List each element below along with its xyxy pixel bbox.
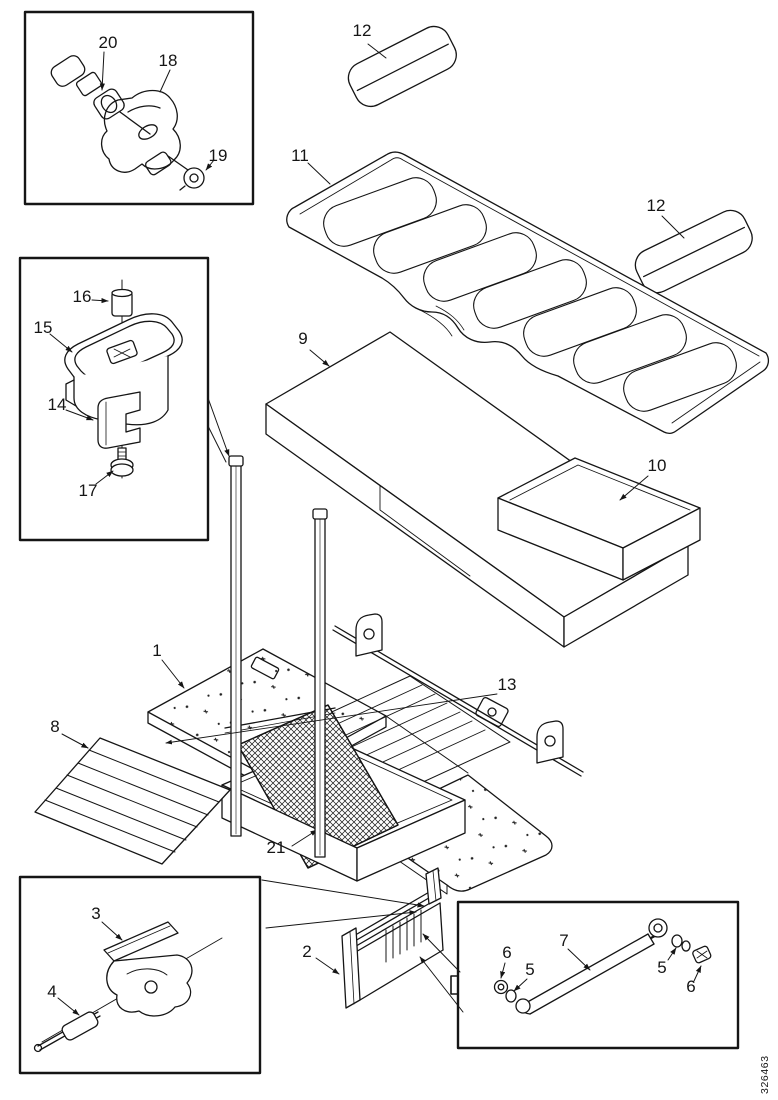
callout-2: 2 xyxy=(302,942,311,961)
callout-21: 21 xyxy=(267,838,286,857)
callout-1: 1 xyxy=(152,641,161,660)
callout-19: 19 xyxy=(209,146,228,165)
leader-5-left xyxy=(513,978,528,992)
leader-10 xyxy=(619,475,649,501)
leader-5-right xyxy=(667,947,677,961)
strut-right-fasteners xyxy=(648,918,712,964)
callout-10: 10 xyxy=(648,456,667,475)
figure-reference-number: 326463 xyxy=(759,1055,771,1094)
install-arrow-tray xyxy=(207,397,230,457)
callout-6-left: 6 xyxy=(502,943,511,962)
inset-gas-strut-assembly xyxy=(450,900,740,1050)
leader-3 xyxy=(101,921,123,941)
part-16-bushing xyxy=(111,288,133,317)
part-12-pad-top xyxy=(347,25,457,108)
part-8-ribbed-mat xyxy=(34,733,231,865)
part-14-clamp xyxy=(97,391,141,449)
leader-6-left xyxy=(500,962,506,979)
leader-20 xyxy=(99,51,105,91)
callout-13: 13 xyxy=(498,675,517,694)
leader-4 xyxy=(57,997,80,1016)
inset-tray-assembly xyxy=(18,256,230,542)
leader-21 xyxy=(291,829,318,847)
part-20-knob xyxy=(50,55,125,120)
part-4-cable-end xyxy=(33,1011,101,1053)
part-13-support-rod xyxy=(165,613,584,777)
inset-hook-cable-assembly xyxy=(18,875,262,1075)
part-3-hook-cover xyxy=(103,921,193,1017)
callout-14: 14 xyxy=(48,395,67,414)
leader-11 xyxy=(307,162,331,185)
callout-7: 7 xyxy=(559,931,568,950)
callout-3: 3 xyxy=(91,904,100,923)
leader-7 xyxy=(567,948,591,971)
callout-12-top: 12 xyxy=(353,21,372,40)
leader-16 xyxy=(91,297,109,304)
callout-17: 17 xyxy=(79,481,98,500)
callout-labels: 20 18 19 12 11 12 16 15 9 14 10 17 1 13 … xyxy=(34,21,696,1001)
callout-15: 15 xyxy=(34,318,53,337)
part-11-cargo-mat-panel xyxy=(286,151,770,435)
leader-8 xyxy=(61,733,89,749)
leader-15 xyxy=(49,333,73,353)
install-arrow-strut-b xyxy=(419,956,464,1013)
leader-13 xyxy=(165,693,498,745)
part-10-storage-box xyxy=(497,457,701,581)
install-arrow-3-to-2-a xyxy=(261,879,425,908)
leader-2 xyxy=(315,957,340,975)
callout-16: 16 xyxy=(73,287,92,306)
leader-17 xyxy=(95,470,114,485)
leader-19 xyxy=(205,159,215,171)
install-arrow-3-to-2-b xyxy=(265,910,417,929)
part-17-bolt xyxy=(110,447,134,477)
basket-poles xyxy=(228,455,328,858)
callout-5-right: 5 xyxy=(657,958,666,977)
callout-18: 18 xyxy=(159,51,178,70)
callout-6-right: 6 xyxy=(686,977,695,996)
leader-1 xyxy=(161,659,185,689)
leader-12-right xyxy=(661,215,685,239)
install-arrow-strut-a xyxy=(422,933,461,973)
callout-5-left: 5 xyxy=(525,960,534,979)
inset-box-top-left xyxy=(23,10,255,206)
callout-8: 8 xyxy=(50,717,59,736)
callout-11: 11 xyxy=(291,146,309,165)
part-19-screw xyxy=(179,167,205,191)
inset-knob-bracket-assembly xyxy=(23,10,255,206)
part-7-gas-strut xyxy=(520,928,668,1015)
inset-box-bottom-left xyxy=(18,875,262,1075)
callout-9: 9 xyxy=(298,329,307,348)
leader-9 xyxy=(309,349,330,367)
part-18-bracket xyxy=(100,89,181,176)
leader-14 xyxy=(65,409,94,421)
leader-12-top xyxy=(367,43,387,59)
leader-6-right xyxy=(693,965,702,982)
inset-box-bottom-right xyxy=(456,900,740,1050)
callout-4: 4 xyxy=(47,982,56,1001)
part-2-ribbed-rail xyxy=(261,867,464,1013)
strut-left-fasteners xyxy=(493,979,531,1014)
leader-18 xyxy=(159,69,171,93)
callout-20: 20 xyxy=(99,33,118,52)
install-line-tray xyxy=(207,425,227,463)
callout-12-right: 12 xyxy=(647,196,666,215)
part-12-pad-right xyxy=(634,209,753,294)
